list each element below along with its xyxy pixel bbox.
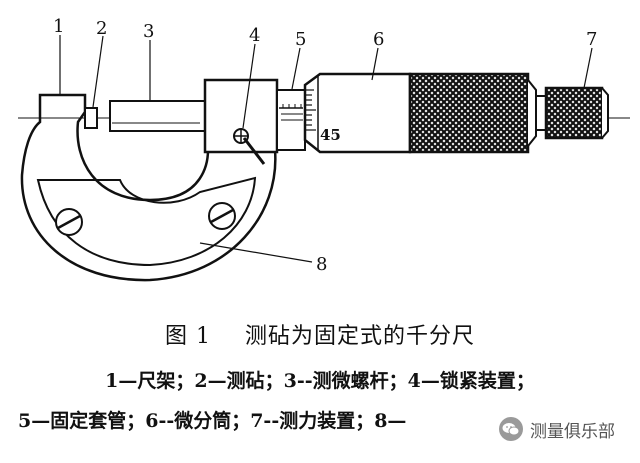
ratchet-force-device — [535, 86, 609, 140]
part-label-3: 3 — [143, 21, 154, 42]
figure-number: 图 1 — [164, 324, 211, 349]
wechat-icon — [499, 417, 523, 441]
spindle — [109, 100, 206, 132]
part-label-5: 5 — [295, 29, 306, 50]
thimble-knurled-grip — [408, 72, 530, 154]
part-label-6: 6 — [373, 29, 384, 50]
figure-caption-title: 图 1 测砧为固定式的千分尺 — [0, 318, 640, 350]
thimble-scale-value: 45 — [320, 126, 341, 144]
frame — [20, 93, 277, 282]
sleeve — [276, 89, 306, 151]
part-label-7: 7 — [586, 29, 597, 50]
legend-line-2: 5—固定套管；6--微分筒；7--测力装置；8— — [18, 410, 407, 432]
legend-line-1: 1—尺架；2—测砧；3--测微螺杆；4—锁紧装置； — [105, 370, 535, 392]
anvil — [84, 107, 98, 129]
lock-device — [233, 128, 266, 165]
watermark-text: 测量俱乐部 — [530, 421, 615, 442]
part-label-4: 4 — [249, 25, 260, 46]
frame-screw-left — [55, 208, 83, 236]
thimble: 45 — [303, 72, 412, 154]
figure-title: 测砧为固定式的千分尺 — [244, 324, 475, 349]
part-label-8: 8 — [316, 254, 327, 275]
leader-lines — [59, 35, 593, 263]
frame-screw-right — [208, 202, 236, 230]
thimble-scale-ticks — [306, 89, 316, 131]
part-label-1: 1 — [53, 16, 64, 37]
wechat-watermark: 测量俱乐部 — [494, 412, 636, 446]
part-label-2: 2 — [96, 18, 107, 39]
